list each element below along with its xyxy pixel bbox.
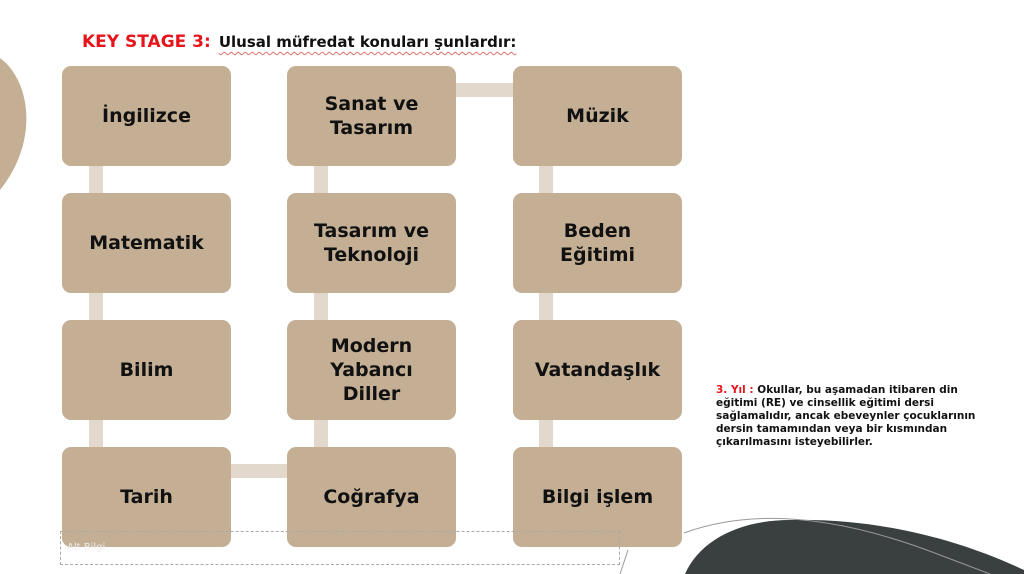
decorative-line: [683, 517, 991, 574]
subject-box: Tarih: [62, 447, 231, 547]
subject-box: İngilizce: [62, 66, 231, 166]
title-text: Ulusal müfredat konuları şunlardır:: [218, 33, 517, 51]
subject-box: Coğrafya: [287, 447, 456, 547]
note-label: 3. Yıl :: [716, 384, 754, 396]
connector: [314, 293, 328, 320]
note-text: Okullar, bu aşamadan itibaren din eğitim…: [716, 384, 976, 448]
footer-placeholder[interactable]: Alt Bilgi: [60, 531, 620, 565]
title-prefix: KEY STAGE 3:: [82, 32, 211, 52]
subject-box: Bilim: [62, 320, 231, 420]
connector: [89, 420, 103, 447]
subject-box: Matematik: [62, 193, 231, 293]
subject-box: Müzik: [513, 66, 682, 166]
connector: [314, 166, 328, 193]
subject-box: Sanat ve Tasarım: [287, 66, 456, 166]
subject-box: Vatandaşlık: [513, 320, 682, 420]
note-text-box: 3. Yıl : Okullar, bu aşamadan itibaren d…: [716, 384, 986, 449]
connector: [539, 166, 553, 193]
connector: [89, 166, 103, 193]
page-title: KEY STAGE 3: Ulusal müfredat konuları şun…: [82, 32, 516, 52]
footer-text: Alt Bilgi: [67, 542, 106, 553]
subject-box: Bilgi işlem: [513, 447, 682, 547]
subject-box: Modern Yabancı Diller: [287, 320, 456, 420]
subject-box: Beden Eğitimi: [513, 193, 682, 293]
connector: [456, 83, 513, 97]
connector: [89, 293, 103, 320]
connector: [539, 293, 553, 320]
connector: [539, 420, 553, 447]
connector: [314, 420, 328, 447]
bottom-dark-shape: [685, 519, 1024, 574]
subject-box: Tasarım ve Teknoloji: [287, 193, 456, 293]
left-beige-shape: [0, 58, 27, 190]
connector: [231, 464, 287, 478]
